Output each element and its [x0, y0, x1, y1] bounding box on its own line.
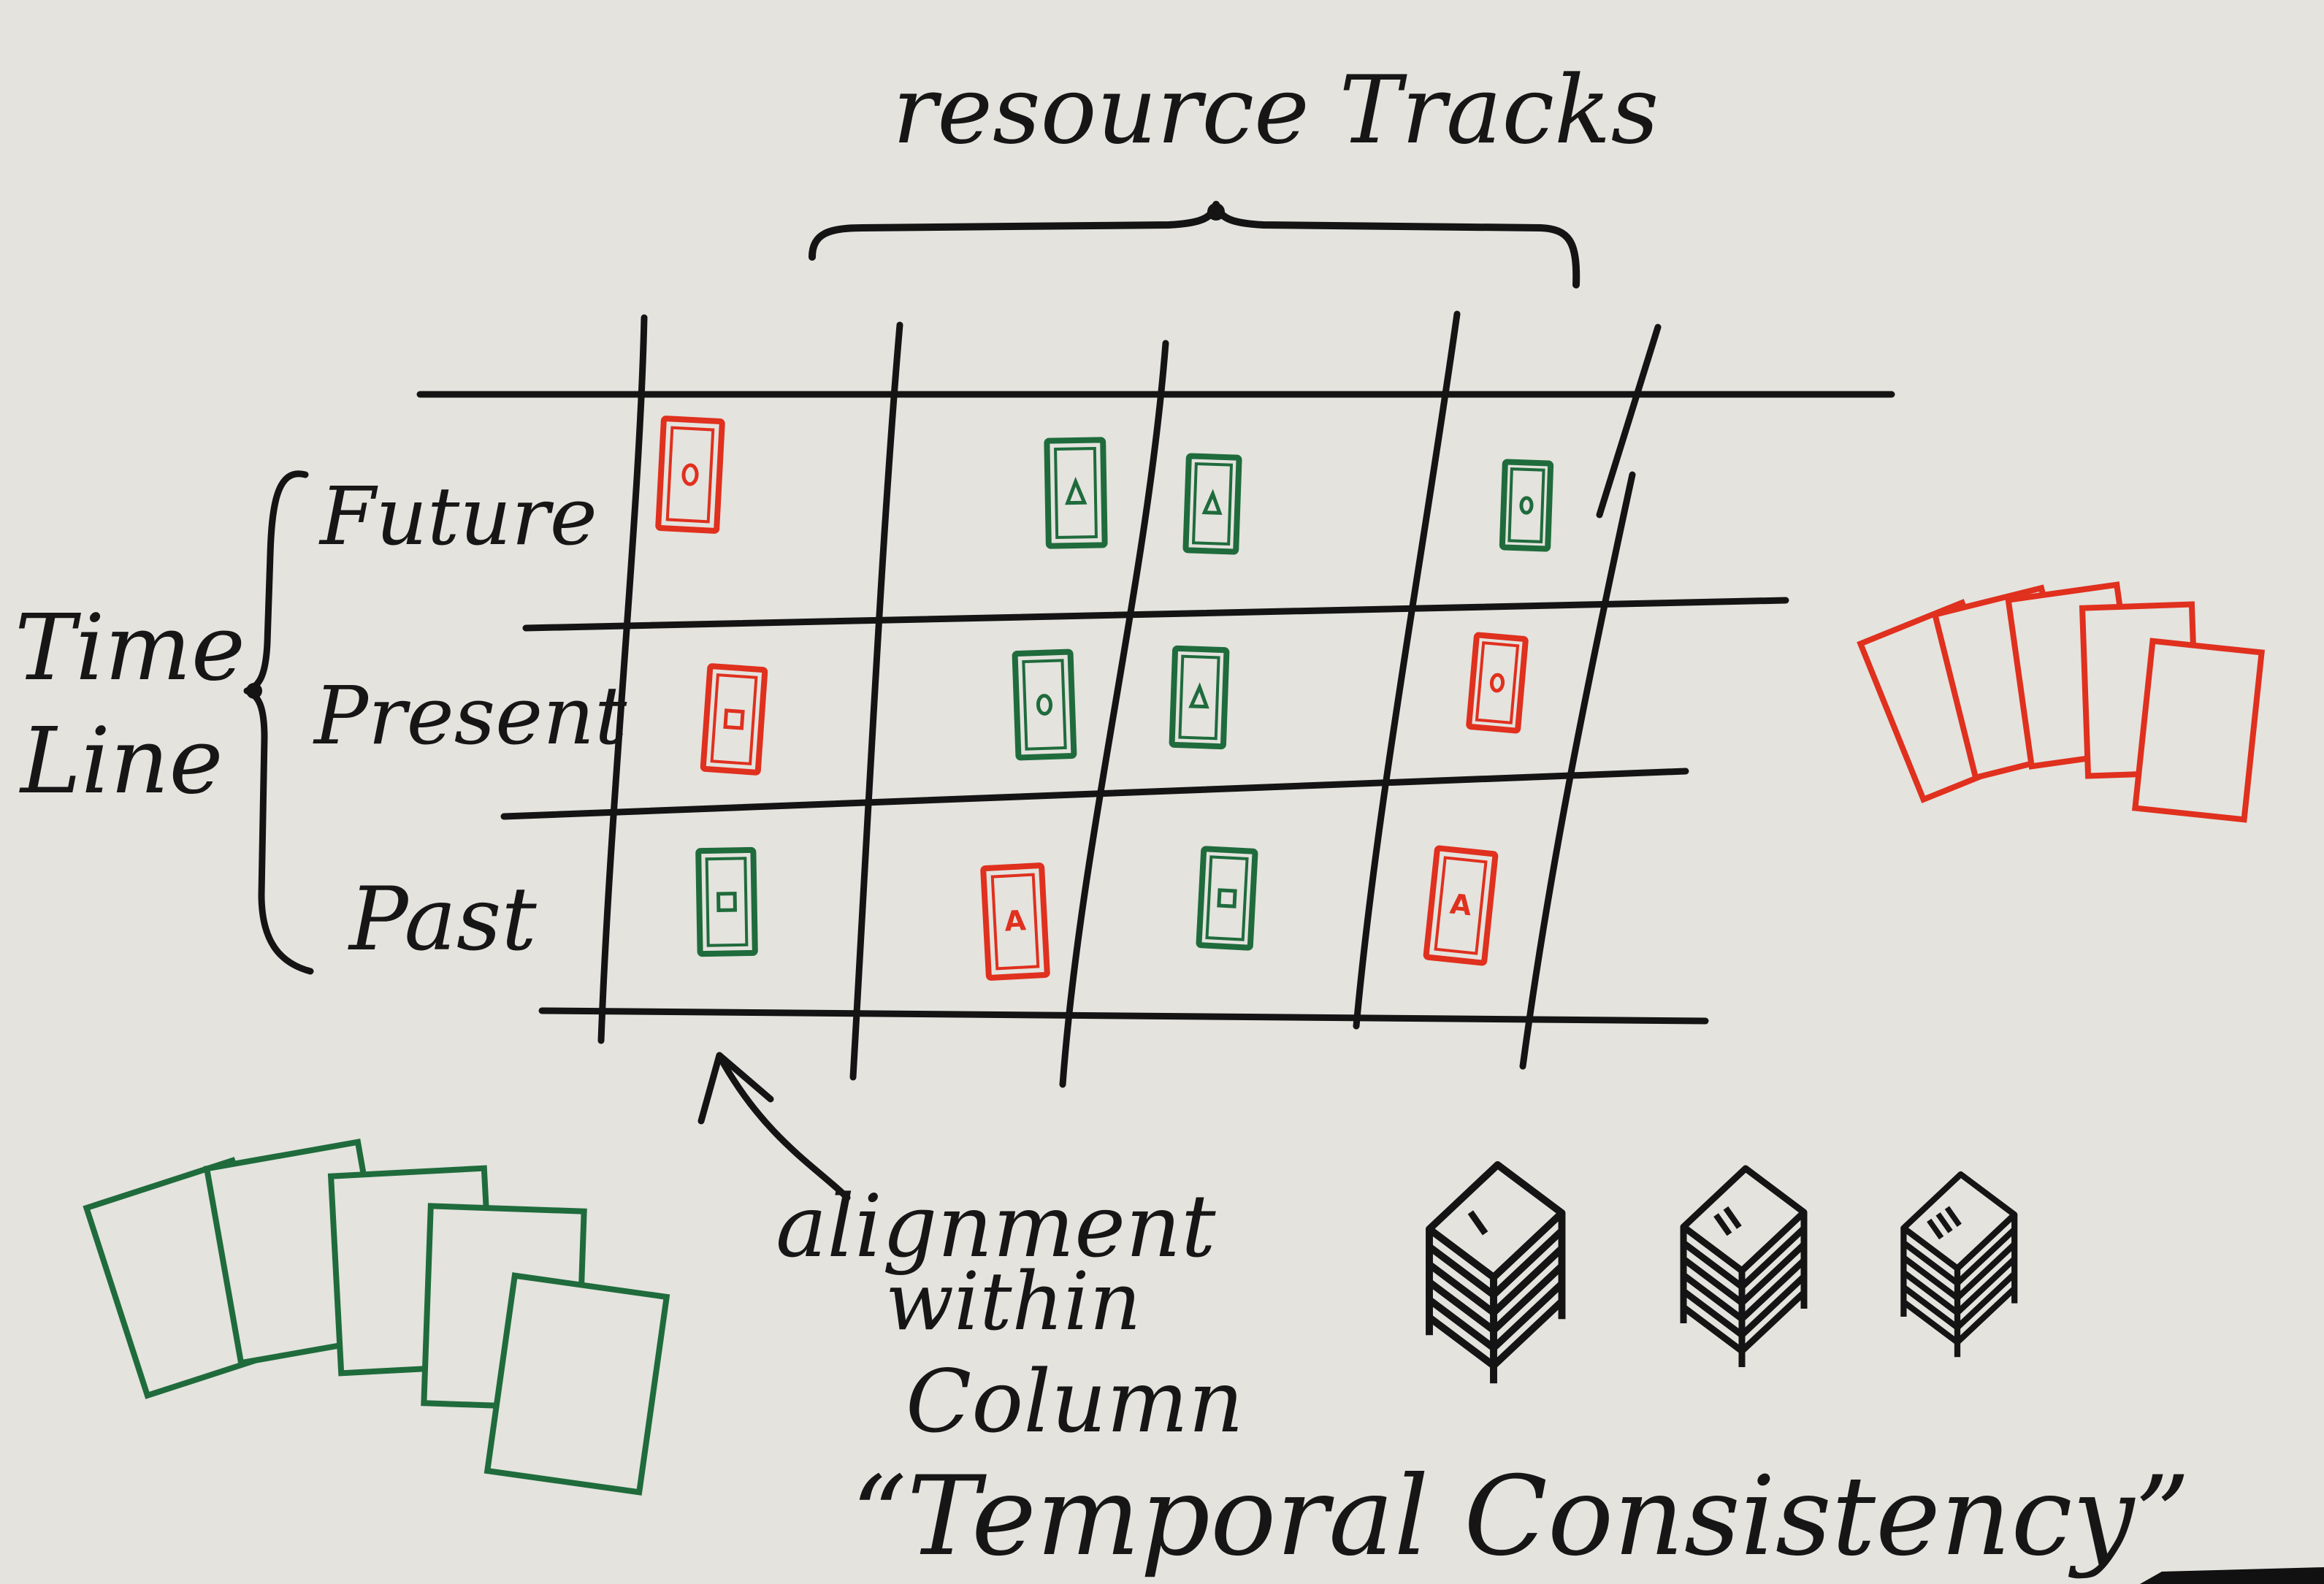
grid-card-symbol-triangle: [1201, 489, 1223, 516]
row-label-past: Past: [348, 869, 537, 971]
grid-column-4: [1353, 310, 1461, 1030]
grid-card-symbol-square: [1217, 888, 1237, 908]
brace-tip: [1207, 203, 1225, 221]
timeline-label-time: Time: [15, 595, 245, 701]
grid-card-symbol-circle: [1519, 496, 1534, 515]
grid-card-symbol-square: [716, 891, 738, 913]
grid-column-5-upper: [1596, 324, 1662, 519]
grid-card-symbol-A: A: [1004, 904, 1027, 938]
temporal-consistency-label: “Temporal Consistency”: [851, 1453, 2190, 1580]
grid-card-past-track-1: [695, 846, 758, 957]
grid-card-present-track-4: [1466, 632, 1529, 734]
grid-card-past-track-3: [1196, 846, 1258, 951]
alignment-label-line1: alignment: [776, 1176, 1216, 1277]
grid-card-symbol-square: [723, 708, 745, 730]
resource-tracks-title-line1: resource Tracks: [892, 56, 1659, 165]
grid-line-future-present: [522, 597, 1789, 632]
grid-card-symbol-A: A: [1448, 888, 1473, 922]
row-label-present: Present: [313, 669, 627, 762]
grid-card-symbol-circle: [1489, 673, 1505, 693]
green-card-fan-card-5: [483, 1272, 670, 1496]
grid-card-symbol-triangle: [1065, 476, 1088, 505]
grid-line-bottom: [538, 1007, 1709, 1025]
grid-card-past-track-4: A: [1423, 845, 1499, 966]
timeline-brace-tip: [246, 683, 262, 699]
grid-card-future-track-4: [1499, 459, 1554, 552]
grid-card-future-track-1: [655, 416, 725, 534]
grid-card-present-track-1: [700, 663, 768, 776]
grid-column-1: [597, 314, 648, 1044]
timeline-brace: [243, 470, 314, 975]
tracks-brace: [809, 201, 1580, 288]
red-card-fan: [1857, 581, 2266, 823]
card-stack-1: I: [1426, 1161, 1566, 1384]
grid-card-symbol-circle: [1036, 694, 1053, 716]
grid-card-future-track-2: [1044, 437, 1108, 549]
alignment-arrow-head: [697, 1052, 774, 1125]
alignment-label-line3: Column: [906, 1351, 1244, 1452]
alignment-arrow: [719, 1059, 851, 1201]
grid-card-past-track-2: A: [980, 862, 1050, 981]
grid-column-5-lower: [1519, 471, 1636, 1070]
green-card-fan: [83, 1139, 670, 1496]
red-card-fan-card-5: [2131, 638, 2266, 823]
grid-card-future-track-3: [1182, 453, 1242, 555]
card-stack-2: II: [1680, 1165, 1808, 1367]
grid-column-3: [1059, 340, 1169, 1088]
corner-mark: [2140, 1567, 2324, 1584]
grid-card-symbol-circle: [681, 463, 699, 486]
grid-card-present-track-2: [1012, 648, 1077, 761]
alignment-label-line2: within: [885, 1255, 1141, 1348]
grid-column-2: [849, 321, 903, 1081]
row-label-future: Future: [318, 470, 597, 563]
card-stack-3: III: [1900, 1171, 2018, 1358]
timeline-label-line: Line: [19, 708, 223, 814]
timeline-grid: [416, 310, 1895, 1088]
grid-line-present-past: [500, 768, 1689, 820]
grid-card-present-track-3: [1169, 645, 1230, 750]
grid-card-symbol-triangle: [1188, 682, 1209, 709]
